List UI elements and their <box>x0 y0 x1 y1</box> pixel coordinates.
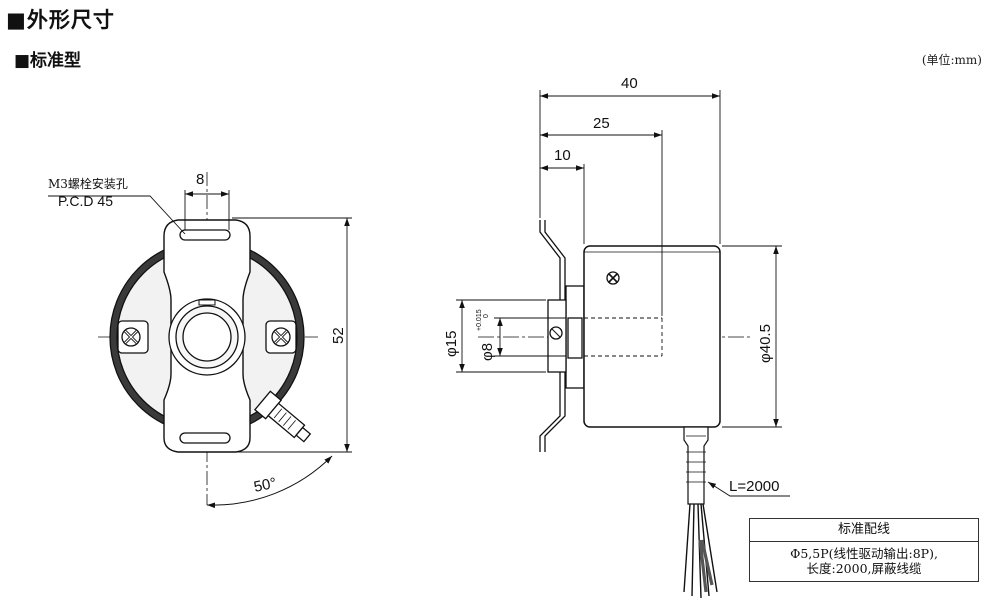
front-dim-height: 52 <box>330 327 347 344</box>
cable-length: L=2000 <box>729 478 779 495</box>
front-dim-width: 8 <box>196 171 204 188</box>
section-title: ■外形尺寸 <box>6 8 115 32</box>
side-dim-flange: 10 <box>554 147 571 164</box>
wiring-line-2: 长度:2000,屏蔽线缆 <box>806 561 922 576</box>
side-dim-boss-dia: φ15 <box>443 331 460 357</box>
subsection-title: ■标准型 <box>14 51 82 71</box>
front-view-dimensions <box>48 190 352 509</box>
side-view <box>478 220 752 599</box>
tolerance-upper: +0.015 <box>476 309 483 331</box>
side-dim-shaft-depth: 25 <box>593 115 610 132</box>
side-dim-outer-dia: φ40.5 <box>757 324 774 363</box>
callout-pcd: P.C.D 45 <box>58 193 113 209</box>
front-dim-angle: 50° <box>252 475 278 496</box>
side-view-dimensions <box>456 90 790 497</box>
side-dim-bore-dia: φ8 <box>479 343 496 361</box>
wiring-title: 标准配线 <box>750 519 978 542</box>
wiring-line-1: Φ5,5P(线性驱动输出:8P), <box>790 546 938 561</box>
callout-mount-holes: M3螺栓安装孔 <box>48 176 128 191</box>
side-dim-overall: 40 <box>621 75 638 92</box>
unit-note: (单位:mm) <box>921 53 982 67</box>
wiring-spec-box: 标准配线 Φ5,5P(线性驱动输出:8P), 长度:2000,屏蔽线缆 <box>749 518 979 582</box>
front-view <box>98 172 318 505</box>
tolerance-lower: 0 <box>483 314 490 318</box>
